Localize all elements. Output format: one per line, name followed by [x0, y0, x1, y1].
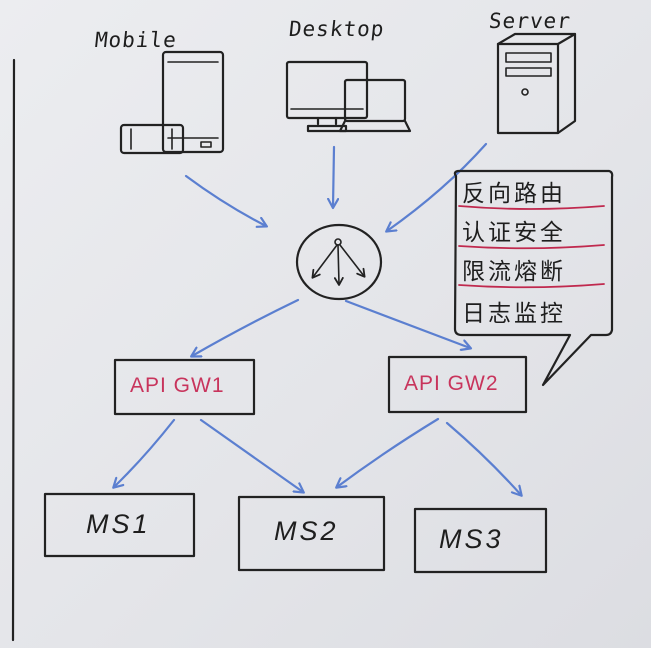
arrow-balancer-to-gw2: [344, 299, 470, 348]
phone-icon: [119, 123, 185, 155]
feature-underline-2: [458, 244, 605, 250]
service-1-label: MS1: [86, 509, 151, 539]
board-margin-line: [11, 58, 16, 642]
gateway-1-label: API GW1: [130, 374, 225, 397]
feature-underline-1: [458, 205, 605, 210]
service-3-label: MS3: [439, 524, 504, 554]
tablet-icon: [161, 50, 225, 154]
gateway-2-label: API GW2: [404, 372, 499, 395]
gateway-box-2: [387, 355, 528, 414]
feature-auth-security: 认证安全: [462, 220, 566, 246]
callout-bubble: [453, 169, 614, 387]
load-balancer-icon: [295, 223, 383, 301]
arrow-server-to-balancer: [387, 142, 488, 231]
service-box-1: [43, 492, 196, 558]
arrow-gw2-to-ms3: [445, 421, 521, 495]
feature-underline-3: [458, 283, 605, 289]
server-tower-icon: [496, 32, 577, 135]
service-2-label: MS2: [274, 516, 339, 546]
feature-rate-limit-circuit-break: 限流熔断: [462, 259, 566, 285]
arrow-gw2-to-ms2: [337, 417, 440, 487]
arrow-gw1-to-ms1: [114, 418, 176, 487]
mobile-label: Mobile: [93, 28, 179, 52]
laptop-icon: [338, 78, 412, 133]
feature-reverse-routing: 反向路由: [462, 181, 566, 207]
service-box-3: [413, 507, 548, 574]
arrow-balancer-to-gw1: [192, 298, 300, 356]
gateway-box-1: [113, 358, 256, 416]
arrow-gw1-to-ms2: [199, 418, 303, 492]
arrow-mobile-to-balancer: [184, 174, 266, 226]
desktop-label: Desktop: [287, 17, 386, 41]
arrow-desktop-to-balancer: [333, 145, 334, 207]
feature-log-monitoring: 日志监控: [462, 301, 566, 327]
server-label: Server: [487, 9, 573, 33]
service-box-2: [237, 495, 386, 572]
